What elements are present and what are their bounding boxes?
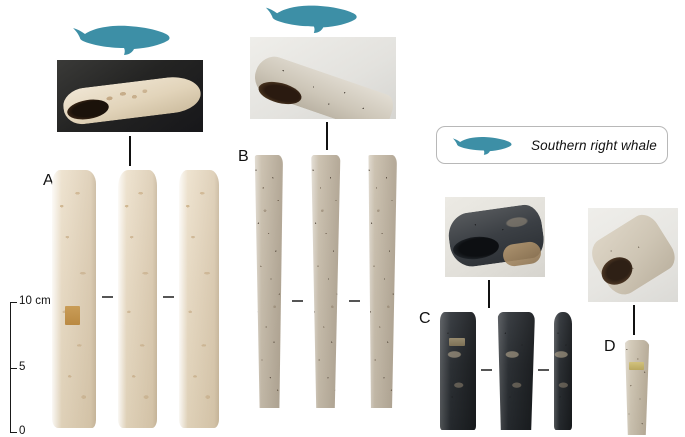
panel-c-catalogue-label [449,338,465,346]
whale-icon-panel-a [70,22,172,56]
scale-label-10: 10 cm [19,295,51,307]
panel-label-a: A [43,172,54,189]
panel-d-connector-line [633,305,635,335]
panel-c-inset-photo [445,197,545,277]
panel-d-inset-photo [588,208,678,302]
scale-tick-10 [10,302,17,304]
panel-b-view-1 [254,155,283,408]
panel-a-connector-line [129,136,131,166]
panel-label-d: D [604,338,616,355]
panel-a-inset-photo [57,60,203,132]
panel-a-view-3 [179,170,219,428]
panel-b-separator-1 [292,300,303,302]
whale-icon-legend [452,136,512,155]
panel-b-inset-photo [250,37,396,119]
panel-c-view-2 [497,312,535,430]
panel-label-c: C [419,310,431,327]
panel-b-view-3 [368,155,397,408]
scale-label-5: 5 [19,361,26,373]
panel-a-separator-1 [102,296,113,298]
panel-c-separator-2 [538,369,549,371]
panel-a-catalogue-label [65,306,80,325]
legend-label: Southern right whale [531,137,657,153]
panel-d-catalogue-label [629,362,644,370]
panel-a-view-1 [52,170,96,428]
scale-tick-0 [10,432,17,434]
scale-label-0: 0 [19,425,26,437]
whale-icon-panel-b [262,2,360,34]
panel-b-separator-2 [349,300,360,302]
panel-c-separator-1 [481,369,492,371]
panel-c-view-1 [440,312,476,430]
legend-box: Southern right whale [436,126,668,164]
panel-a-view-2 [118,170,157,428]
panel-c-connector-line [488,280,490,308]
panel-label-b: B [238,148,249,165]
panel-c-view-3 [554,312,572,430]
panel-a-separator-2 [163,296,174,298]
panel-b-connector-line [326,122,328,150]
scale-bar-axis [10,302,11,433]
panel-d-view-1 [624,340,650,435]
scale-tick-5 [10,368,17,370]
panel-b-view-2 [311,155,341,408]
